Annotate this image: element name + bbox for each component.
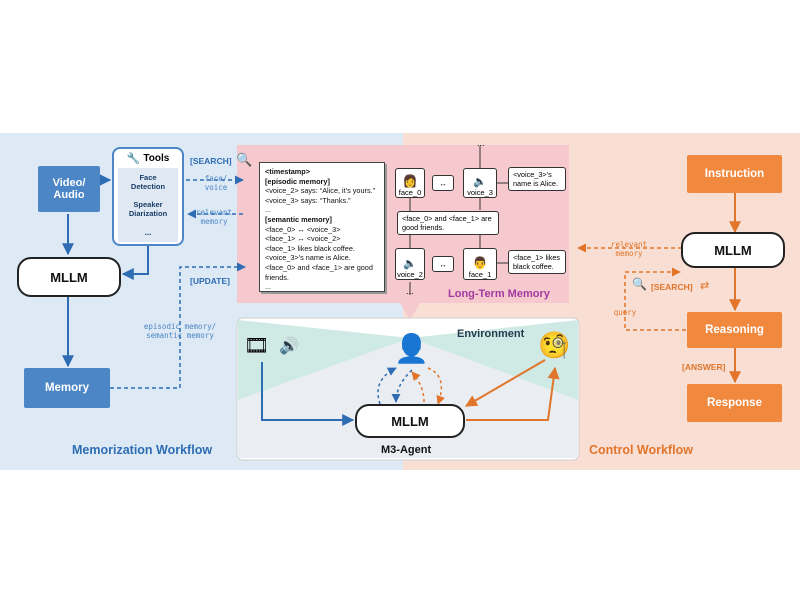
node-voice-2: 🔈 voice_2 <box>395 248 425 280</box>
video-audio-box: Video/ Audio <box>38 166 100 212</box>
episodic-line: <voice_2> says: “Alice, it's yours.” <box>265 186 376 196</box>
semantic-line: <face_1> ↔ <voice_2> <box>265 234 341 244</box>
m3-agent-label: M3-Agent <box>381 444 432 456</box>
episodic-line: <voice_3> says: “Thanks.” <box>265 195 351 205</box>
semantic-line: friends. <box>265 272 289 282</box>
memory-card: <timestamp> [episodic memory] <voice_2> … <box>259 162 385 292</box>
memorization-search-tag: [SEARCH] <box>190 156 232 166</box>
answer-tag: [ANSWER] <box>682 362 726 372</box>
film-icon: 🎞 <box>244 335 270 357</box>
semantic-line: <face_0> ↔ <voice_3> <box>265 224 341 234</box>
semantic-line: ... <box>265 282 272 292</box>
response-box: Response <box>687 384 782 422</box>
speaker-icon: 🔈 <box>403 258 417 270</box>
semantic-header: [semantic memory] <box>265 214 332 224</box>
memory-timestamp: <timestamp> <box>265 167 311 176</box>
node-voice-3-label: voice_3 <box>467 188 493 197</box>
wrench-icon: 🔧 <box>126 153 141 165</box>
episodic-semantic-label: episodic memory/ semantic memory <box>143 322 217 340</box>
magnifier-icon: 🔍 <box>236 152 253 167</box>
bubble-coffee: <face_1> likes black coffee. <box>508 250 566 274</box>
speaker-icon: 🔊 <box>279 338 299 355</box>
face-icon: 👩 <box>402 174 418 188</box>
relevant-memory-label-right: relevant memory <box>610 240 648 258</box>
semantic-line: <voice_3>'s name is Alice. <box>265 253 351 263</box>
brain-head-icon: 👤 <box>394 333 429 364</box>
node-face-1: 👨 face_1 <box>463 248 497 280</box>
tool-speaker-diarization: Speaker Diarization <box>128 200 168 219</box>
ltm-dots-bottom: ... <box>406 286 414 296</box>
memorization-mllm-box: MLLM <box>17 257 121 297</box>
agent-mllm-box: MLLM <box>355 404 465 438</box>
node-voice-2-label: voice_2 <box>397 270 423 279</box>
tool-more: ... <box>144 228 152 238</box>
environment-label: Environment <box>457 328 525 340</box>
monocle-face-icon: 🧐 <box>538 330 571 360</box>
tool-face-detection: Face Detection <box>130 172 166 191</box>
long-term-memory-title: Long-Term Memory <box>448 288 550 300</box>
episodic-line: ... <box>265 205 272 215</box>
link-voice2-face1: ↔ <box>432 256 454 272</box>
node-voice-3: 🔈 voice_3 <box>463 168 497 198</box>
node-face-0: 👩 face_0 <box>395 168 425 198</box>
magnifier-icon: 🔍 <box>632 277 647 291</box>
tools-list: Face Detection Speaker Diarization ... <box>118 168 178 242</box>
link-label: ↔ <box>439 178 447 188</box>
link-face0-voice3: ↔ <box>432 175 454 191</box>
instruction-box: Instruction <box>687 155 782 193</box>
query-label: query <box>613 308 637 317</box>
node-face-0-label: face_0 <box>398 188 422 197</box>
link-label: ↔ <box>439 259 447 269</box>
speaker-icon: 🔈 <box>473 176 487 188</box>
ltm-dots-top: ... <box>477 138 485 148</box>
semantic-line: <face_1> likes black coffee. <box>265 243 355 253</box>
relevant-memory-label-left: relevant memory <box>195 208 233 226</box>
reasoning-box: Reasoning <box>687 312 782 348</box>
memorization-workflow-title: Memorization Workflow <box>72 443 213 457</box>
control-mllm-box: MLLM <box>681 232 785 268</box>
control-workflow-title: Control Workflow <box>589 443 693 457</box>
memory-box: Memory <box>24 368 110 408</box>
episodic-header: [episodic memory] <box>265 176 330 186</box>
face-icon: 👨 <box>472 256 488 270</box>
tools-panel: 🔧 Tools Face Detection Speaker Diarizati… <box>112 147 184 246</box>
node-face-1-label: face_1 <box>468 270 492 279</box>
update-tag: [UPDATE] <box>190 276 230 286</box>
tools-title: Tools <box>143 153 170 164</box>
face-voice-label: face/ voice <box>204 174 228 192</box>
bubble-voice3-name: <voice_3>'s name is Alice. <box>508 167 566 191</box>
tools-header: 🔧 Tools <box>114 152 182 165</box>
control-search-tag: [SEARCH] <box>651 282 693 292</box>
refresh-icon: ⇄ <box>700 280 710 292</box>
semantic-line: <face_0> and <face_1> are good <box>265 262 373 272</box>
bubble-friends: <face_0> and <face_1> are good friends. <box>397 211 499 235</box>
